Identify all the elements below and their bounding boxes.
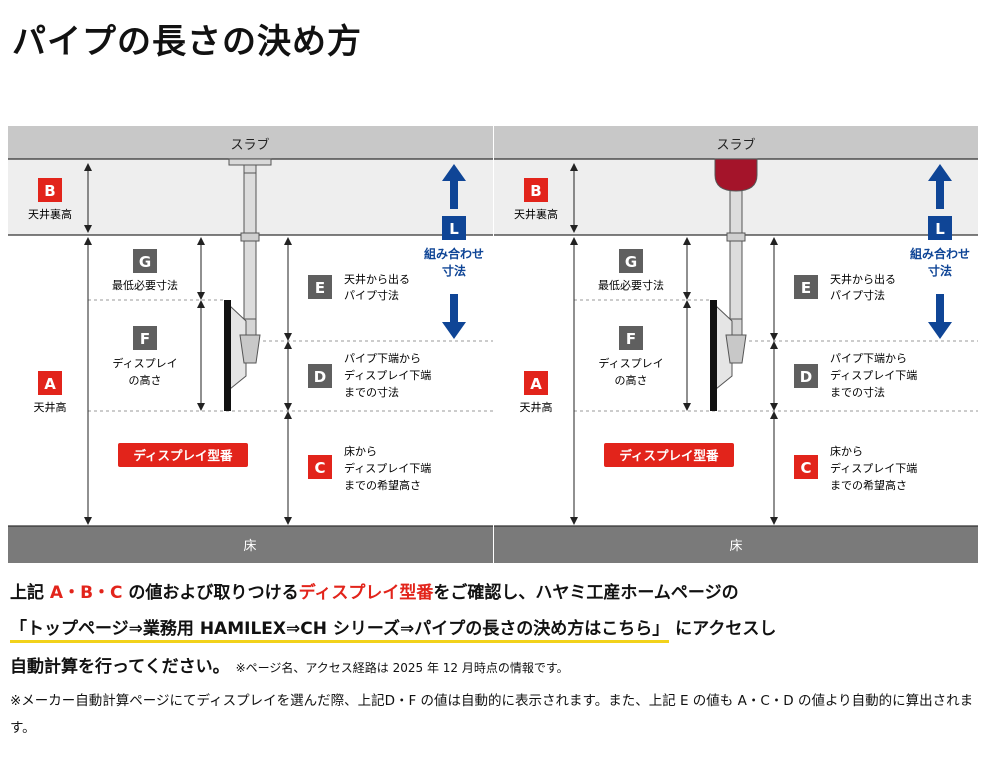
instruction-note: ※メーカー自動計算ページにてディスプレイを選んだ際、上記D・F の値は自動的に表… [10, 693, 974, 736]
text: の値および取りつける [122, 583, 299, 603]
abc-highlight: A・B・C [49, 583, 123, 603]
l-caption-2: 寸法 [442, 263, 466, 278]
l-caption-1: 組み合わせ [424, 246, 484, 261]
e-caption-1: 天井から出る [344, 272, 410, 286]
floor-label: 床 [243, 539, 256, 554]
c-caption-1: 床から [830, 444, 863, 458]
tilt-slab-mount [714, 158, 758, 192]
f-caption-1: ディスプレイ [112, 356, 177, 370]
f-badge: F [140, 330, 150, 348]
b-caption: 天井裏高 [28, 207, 72, 221]
e-badge: E [315, 279, 325, 297]
c-caption-3: までの希望高さ [344, 478, 421, 492]
slab-label: スラブ [230, 137, 269, 153]
c-badge: C [314, 459, 325, 477]
g-caption: 最低必要寸法 [598, 278, 664, 292]
a-badge: A [530, 375, 542, 393]
note-date: ※ページ名、アクセス経路は 2025 年 12 月時点の情報です。 [235, 661, 569, 675]
right-panel-labels: スラブ 床 B 天井裏高 A 天井高 G 最低必要寸法 F ディスプレイ の高さ… [514, 137, 970, 554]
f-caption-2: の高さ [129, 373, 162, 387]
d-caption-1: パイプ下端から [830, 352, 907, 365]
d-badge: D [800, 368, 812, 386]
c-caption-2: ディスプレイ下端 [830, 461, 917, 475]
d-caption-2: ディスプレイ下端 [830, 368, 917, 382]
a-badge: A [44, 375, 56, 393]
e-badge: E [801, 279, 811, 297]
l-caption-2: 寸法 [928, 263, 952, 278]
slab-label: スラブ [716, 137, 755, 153]
a-caption: 天井高 [520, 400, 553, 414]
e-caption-2: パイプ寸法 [830, 288, 885, 302]
d-caption-1: パイプ下端から [344, 352, 421, 365]
f-caption-2: の高さ [615, 373, 648, 387]
instruction-line-2: 「トップページ⇒業務用 HAMILEX⇒CH シリーズ⇒パイプの長さの決め方はこ… [10, 614, 975, 643]
b-badge: B [530, 182, 541, 200]
d-caption-3: までの寸法 [344, 385, 399, 399]
right-panel-title: スラブ取付金具：傾斜あり [634, 90, 838, 111]
page-title: パイプの長さの決め方 [12, 22, 362, 62]
c-caption-2: ディスプレイ下端 [344, 461, 431, 475]
instruction-line-1: 上記 A・B・C の値および取りつけるディスプレイ型番をご確認し、ハヤミ工産ホー… [10, 578, 975, 603]
b-badge: B [44, 182, 55, 200]
instruction-line-3: 自動計算を行ってください。 ※ページ名、アクセス経路は 2025 年 12 月時… [10, 652, 975, 677]
text: 自動計算を行ってください。 [10, 657, 230, 677]
a-caption: 天井高 [34, 400, 67, 414]
d-badge: D [314, 368, 326, 386]
c-caption-1: 床から [344, 444, 377, 458]
e-caption-1: 天井から出る [830, 272, 896, 286]
left-panel-labels: スラブ 床 B 天井裏高 A 天井高 G 最低必要寸法 F ディスプレイ の高さ… [28, 137, 484, 554]
left-panel [8, 71, 493, 563]
text: 上記 [10, 583, 50, 603]
l-caption-1: 組み合わせ [910, 246, 970, 261]
g-caption: 最低必要寸法 [112, 278, 178, 292]
d-caption-3: までの寸法 [830, 385, 885, 399]
access-path: 「トップページ⇒業務用 HAMILEX⇒CH シリーズ⇒パイプの長さの決め方はこ… [10, 619, 670, 643]
text: をご確認し、ハヤミ工産ホームページの [433, 583, 739, 603]
pipe-length-diagram: スラブ取付金具：通常 スラブ取付金具：傾斜あり スラブ 床 B 天井裏高 A 天… [8, 71, 978, 563]
l-badge: L [449, 220, 459, 238]
text: にアクセスし [669, 619, 777, 639]
f-badge: F [626, 330, 636, 348]
right-panel [494, 71, 978, 563]
left-panel-title: スラブ取付金具：通常 [165, 90, 335, 111]
display-model-label: ディスプレイ型番 [619, 448, 719, 463]
l-badge: L [935, 220, 945, 238]
e-caption-2: パイプ寸法 [344, 288, 399, 302]
b-caption: 天井裏高 [514, 207, 558, 221]
display-model-label: ディスプレイ型番 [133, 448, 233, 463]
c-caption-3: までの希望高さ [830, 478, 907, 492]
c-badge: C [800, 459, 811, 477]
f-caption-1: ディスプレイ [598, 356, 663, 370]
g-badge: G [625, 253, 637, 271]
g-badge: G [139, 253, 151, 271]
floor-label: 床 [729, 539, 742, 554]
model-highlight: ディスプレイ型番 [298, 583, 434, 603]
d-caption-2: ディスプレイ下端 [344, 368, 431, 382]
